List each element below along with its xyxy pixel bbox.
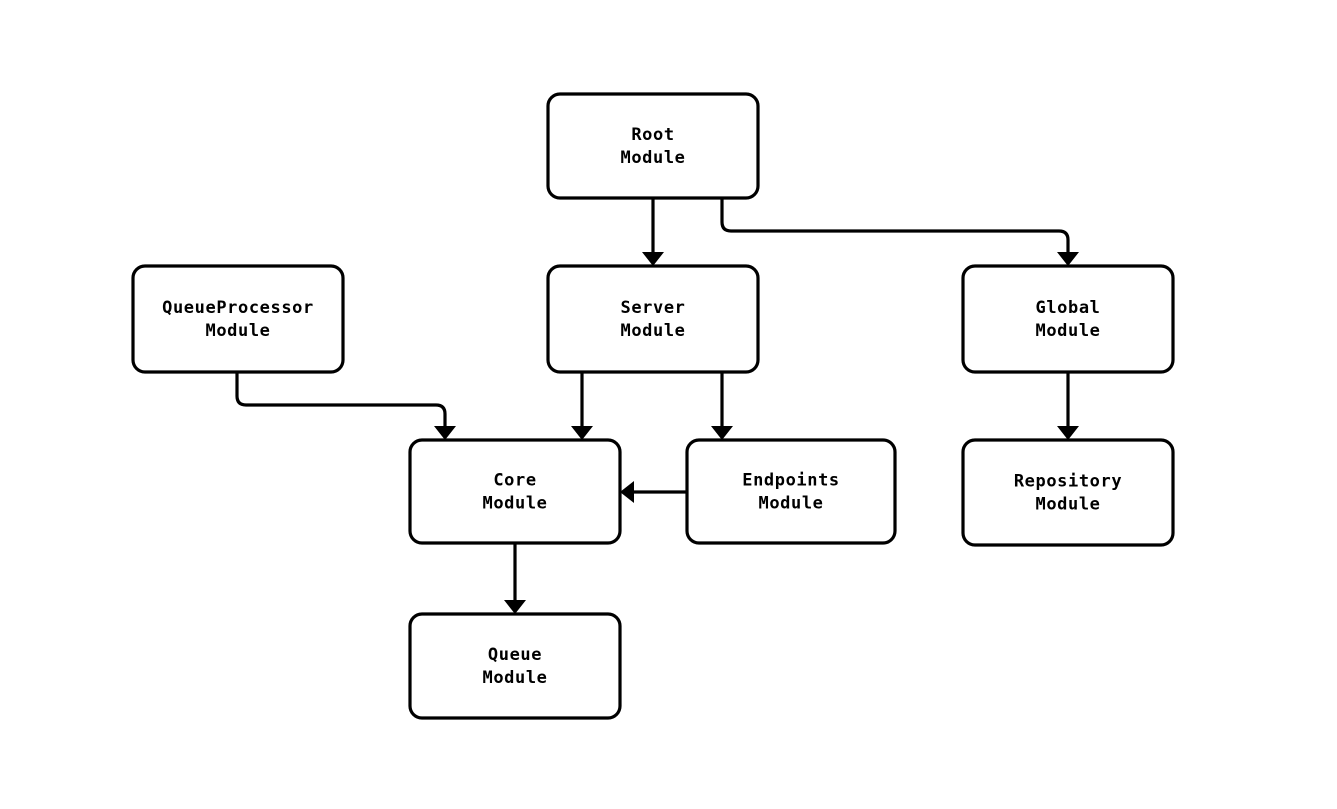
repository-module-label-line2: Module: [1035, 495, 1100, 515]
edge-queueprocessor-to-core-arrowhead-icon: [434, 426, 456, 440]
queueprocessor-module-label-line1: QueueProcessor: [162, 298, 314, 318]
edge-endpoints-to-core: [620, 481, 687, 503]
server-module-label-line2: Module: [620, 321, 685, 341]
edge-global-to-repository: [1057, 372, 1079, 440]
nodes-layer: RootModuleQueueProcessorModuleServerModu…: [131, 92, 1175, 720]
root-module-label-line1: Root: [631, 125, 674, 145]
global-module-label-line2: Module: [1035, 321, 1100, 341]
global-module-label-line1: Global: [1035, 298, 1100, 318]
core-module-label-line1: Core: [493, 471, 536, 491]
edges-layer: [235, 198, 1079, 614]
queue-module-label-line2: Module: [482, 668, 547, 688]
edge-server-to-core: [571, 372, 593, 440]
edge-core-to-queue-arrowhead-icon: [504, 600, 526, 614]
repository-module-box[interactable]: [961, 438, 1175, 547]
queueprocessor-module-box[interactable]: [131, 264, 345, 374]
endpoints-module-label-line1: Endpoints: [742, 471, 840, 491]
edge-server-to-endpoints: [711, 372, 733, 440]
edge-root-to-global-arrowhead-icon: [1057, 252, 1079, 266]
edge-queueprocessor-to-core-line: [235, 372, 447, 426]
global-module-box[interactable]: [961, 264, 1175, 374]
endpoints-module-box[interactable]: [685, 438, 897, 545]
edge-server-to-core-arrowhead-icon: [571, 426, 593, 440]
queueprocessor-module-label-line2: Module: [205, 321, 270, 341]
endpoints-module-label-line2: Module: [758, 494, 823, 514]
edge-queueprocessor-to-core: [235, 372, 456, 440]
repository-module-label-line1: Repository: [1014, 472, 1122, 492]
core-module-box[interactable]: [408, 438, 622, 545]
edge-root-to-global: [720, 198, 1079, 266]
queue-module-label-line1: Queue: [488, 645, 542, 665]
edge-root-to-server: [642, 198, 664, 266]
edge-global-to-repository-arrowhead-icon: [1057, 426, 1079, 440]
core-module-label-line2: Module: [482, 494, 547, 514]
edge-server-to-endpoints-arrowhead-icon: [711, 426, 733, 440]
edge-endpoints-to-core-arrowhead-icon: [620, 481, 634, 503]
edge-root-to-global-line: [720, 198, 1070, 252]
queue-module-box[interactable]: [408, 612, 622, 720]
edge-core-to-queue: [504, 543, 526, 614]
edge-root-to-server-arrowhead-icon: [642, 252, 664, 266]
server-module-label-line1: Server: [620, 298, 685, 318]
server-module-box[interactable]: [546, 264, 760, 374]
root-module-label-line2: Module: [620, 148, 685, 168]
root-module-box[interactable]: [546, 92, 760, 200]
